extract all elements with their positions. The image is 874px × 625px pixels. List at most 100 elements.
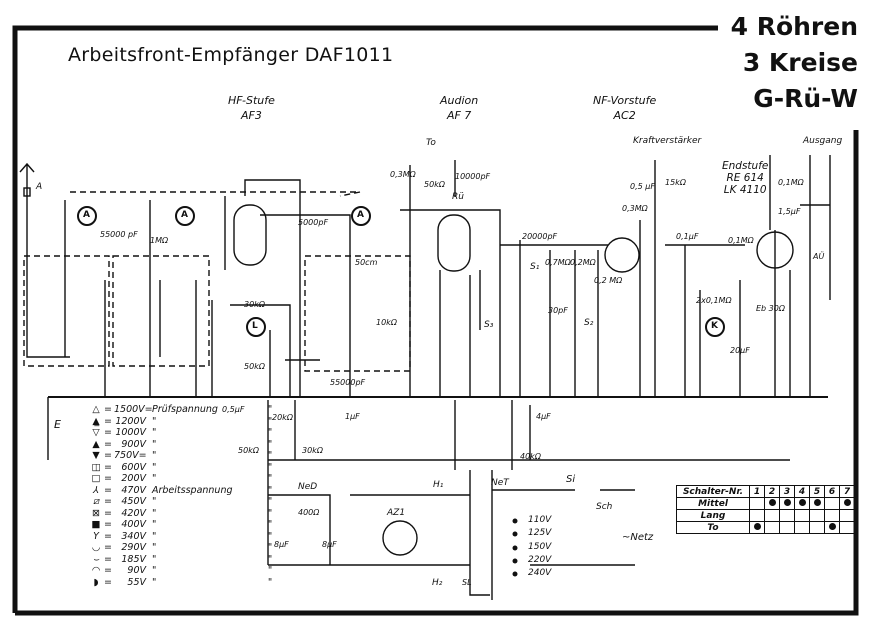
legend-equals: = (104, 461, 112, 473)
dial-a3-label: A (357, 210, 364, 220)
switch-column-number: 3 (779, 485, 795, 498)
reaction-label: Rü (452, 192, 464, 202)
legend-ditto: " (267, 565, 273, 576)
dial-a1-marker (77, 206, 97, 226)
switch-cell (749, 521, 765, 534)
label-r-03m-kv: 0,3MΩ (622, 204, 648, 213)
mains-label: ~Netz (622, 532, 654, 543)
legend-symbol-icon: ⧄ (92, 496, 100, 507)
legend-equals: = (104, 427, 112, 438)
frame-top-left (12, 25, 718, 613)
label-r-07m: 0,7MΩ (545, 258, 571, 267)
switch-cell (839, 497, 855, 510)
legend-equals: = (104, 473, 112, 484)
switch-on-dot-icon (768, 498, 776, 506)
label-heater2: H₂ (432, 578, 443, 588)
legend-symbol-icon: ▲̲ (92, 415, 100, 427)
label-r-eb: Eb 30Ω (756, 304, 785, 313)
legend-symbol-icon: ⅄ (93, 484, 99, 496)
label-r-10k: 10kΩ (376, 318, 397, 327)
label-r-1mohm-left: 1MΩ (150, 236, 169, 245)
switch-cell (764, 497, 780, 510)
label-c-20000pf: 20000pF (522, 232, 558, 241)
antenna-label: A (36, 182, 43, 192)
amplifier-label: Kraftverstärker (633, 136, 702, 146)
label-r-01m-out: 0,1MΩ (778, 178, 804, 187)
legend-equals: = (104, 484, 112, 496)
legend-row: ■=400V"" (88, 519, 288, 531)
label-c-4uf: 4µF (536, 412, 551, 421)
legend-ditto: " (267, 519, 273, 530)
label-r-02m: 0,2MΩ (570, 258, 596, 267)
switch-cell (749, 497, 765, 510)
label-r-2x01m: 2x0,1MΩ (696, 296, 732, 305)
tap-110v[interactable]: 110V (528, 515, 552, 525)
legend-symbol-icon: ⌣ (92, 553, 100, 565)
fuse-label: Si (566, 474, 576, 485)
legend-voltage: 600V (121, 461, 146, 473)
legend-row: ◫=600V"" (88, 462, 288, 474)
switch-cell (809, 497, 825, 510)
tap-150v[interactable]: 150V (528, 541, 552, 552)
switch-cell (764, 521, 780, 534)
label-heater1: H₁ (433, 480, 444, 490)
legend-symbol-icon: ◫ (91, 461, 101, 473)
label-r-50k-to: 50kΩ (424, 180, 445, 189)
legend-voltage: 470V (121, 484, 146, 496)
legend-desc: " (152, 473, 157, 484)
legend-desc: " (152, 565, 157, 576)
badge-type: G-Rü-W (753, 84, 858, 113)
label-switch-s2: S₂ (584, 318, 594, 328)
dial-l-label: L (252, 321, 258, 331)
legend-voltage: 200V (121, 473, 146, 484)
label-c-20uf: 20µF (730, 346, 750, 355)
switch-on-dot-icon (783, 498, 791, 506)
switch-column-number: 7 (839, 485, 855, 498)
switch-cell (839, 509, 855, 522)
legend-row: Y=340V"" (88, 531, 288, 543)
switch-header-label: Schalter-Nr. (676, 485, 750, 498)
tap-125v[interactable]: 125V (528, 528, 552, 539)
legend-ditto: " (267, 427, 273, 438)
switch-label: Sch (596, 502, 613, 512)
label-switch-s1: S₁ (530, 262, 540, 272)
legend-voltage: 1200V (115, 415, 146, 427)
label-r-15k-kv: 15kΩ (665, 178, 686, 187)
label-transformer: NeT (491, 478, 509, 488)
label-rectifier: AZ1 (387, 508, 406, 518)
legend-desc: " (152, 576, 157, 588)
switch-on-dot-icon (798, 498, 806, 506)
label-c-10000pf: 10000pF (455, 172, 491, 181)
antenna-line (19, 162, 35, 240)
legend-row: □=200V"" (88, 473, 288, 485)
output-label: Ausgang (803, 136, 843, 146)
switch-cell (779, 509, 795, 522)
legend-symbol-icon: □ (91, 473, 101, 484)
legend-ditto: " (267, 404, 273, 415)
switch-on-dot-icon (843, 498, 851, 506)
legend-voltage: 450V (121, 496, 146, 507)
legend-row: ▼=750V="" (88, 450, 288, 462)
legend-row: ▽=1000V"" (88, 427, 288, 439)
switch-cell (824, 509, 840, 522)
label-switch-s3: S₃ (484, 320, 494, 330)
switch-cell (779, 521, 795, 534)
legend-voltage: 750V= (114, 450, 147, 461)
legend-desc: " (152, 530, 157, 542)
antenna-socket (23, 187, 31, 197)
label-c-55000pf-top: 55000 pF (100, 230, 138, 239)
legend-desc: Arbeitsspannung (152, 484, 233, 496)
switch-cell (809, 509, 825, 522)
legend-symbol-icon: ▲ (92, 438, 100, 450)
label-c-1uf: 1µF (345, 412, 360, 421)
label-r-01m-grid: 0,1MΩ (728, 236, 754, 245)
tap-220v[interactable]: 220V (528, 554, 552, 565)
legend-ditto: " (267, 461, 273, 473)
tap-240v[interactable]: 240V (528, 568, 552, 579)
badge-tubes: 4 Röhren (730, 12, 858, 41)
switch-column-number: 2 (764, 485, 780, 498)
